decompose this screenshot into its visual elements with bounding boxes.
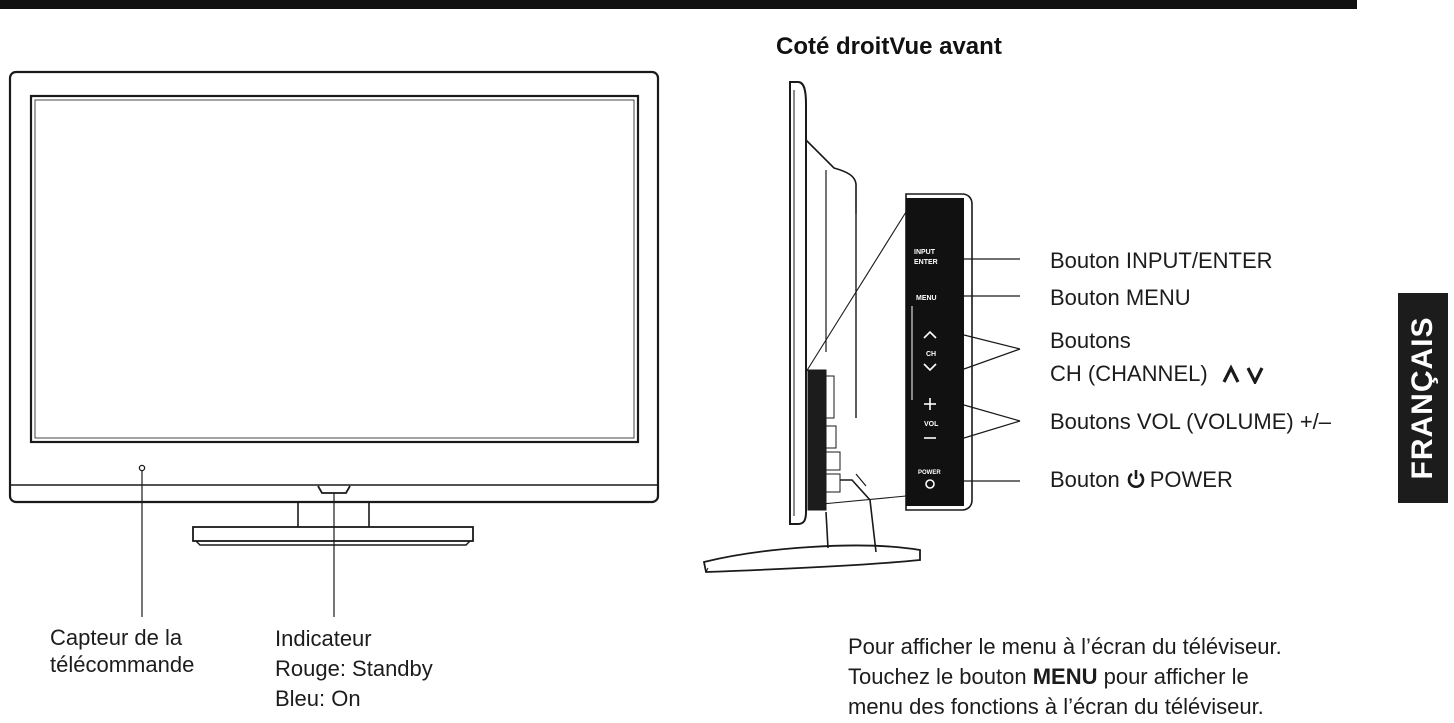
tv-side-view	[702, 81, 1021, 573]
panel-power-icon	[925, 479, 935, 489]
input-enter-label: Bouton INPUT/ENTER	[1050, 248, 1273, 273]
panel-ch-text: CH	[926, 351, 936, 358]
menu-instructions: Pour afficher le menu à l’écran du télév…	[848, 632, 1282, 722]
indicator-line-1: Indicateur	[275, 626, 372, 651]
language-tab: FRANÇAIS	[1398, 293, 1448, 503]
menu-label: Bouton MENU	[1050, 285, 1191, 310]
power-label-prefix: Bouton	[1050, 467, 1120, 492]
panel-up-chevron-icon	[923, 330, 937, 339]
panel-down-chevron-icon	[923, 363, 937, 372]
panel-input-text: INPUT	[914, 249, 936, 256]
remote-sensor-line-2: télécommande	[50, 652, 195, 677]
chevron-down-icon	[1246, 367, 1264, 384]
panel-enter-text: ENTER	[914, 259, 938, 266]
power-label: Bouton POWER	[1050, 466, 1233, 493]
volume-label: Boutons VOL (VOLUME) +/–	[1050, 409, 1332, 434]
panel-menu-text: MENU	[916, 295, 937, 302]
panel-vol-text: VOL	[924, 421, 939, 428]
chevron-up-icon	[1222, 364, 1240, 383]
channel-line-2: CH (CHANNEL)	[1050, 357, 1266, 390]
remote-sensor-label: Capteur de la télécommande	[50, 624, 194, 678]
remote-sensor-line-1: Capteur de la	[50, 625, 183, 650]
top-rule	[0, 0, 1357, 9]
side-panel-markings: INPUT ENTER MENU CH VOL POWER	[914, 249, 941, 476]
indicator-label: Indicateur Rouge: Standby Bleu: On	[275, 624, 433, 714]
instructions-line-2-prefix: Touchez le bouton	[848, 664, 1033, 689]
instructions-menu-bold: MENU	[1032, 664, 1098, 689]
power-icon	[1127, 470, 1145, 488]
tv-front-view	[8, 70, 660, 617]
instructions-line-3: menu des fonctions à l’écran du télévise…	[848, 694, 1264, 719]
indicator-line-2: Rouge: Standby	[275, 656, 433, 681]
instructions-line-1: Pour afficher le menu à l’écran du télév…	[848, 634, 1282, 659]
page-heading: Coté droitVue avant	[776, 33, 1002, 60]
instructions-line-2-suffix: pour afficher le	[1097, 664, 1249, 689]
instructions-line-2: Touchez le bouton MENU pour afficher le	[848, 662, 1282, 692]
channel-label: Boutons CH (CHANNEL)	[1050, 324, 1266, 390]
power-label-suffix: POWER	[1149, 467, 1233, 492]
channel-arrows	[1222, 364, 1264, 384]
channel-line-1: Boutons	[1050, 328, 1131, 353]
panel-power-text: POWER	[918, 470, 941, 476]
indicator-line-3: Bleu: On	[275, 686, 361, 711]
side-panel-glyphs	[911, 306, 937, 489]
channel-line-2-text: CH (CHANNEL)	[1050, 361, 1208, 386]
